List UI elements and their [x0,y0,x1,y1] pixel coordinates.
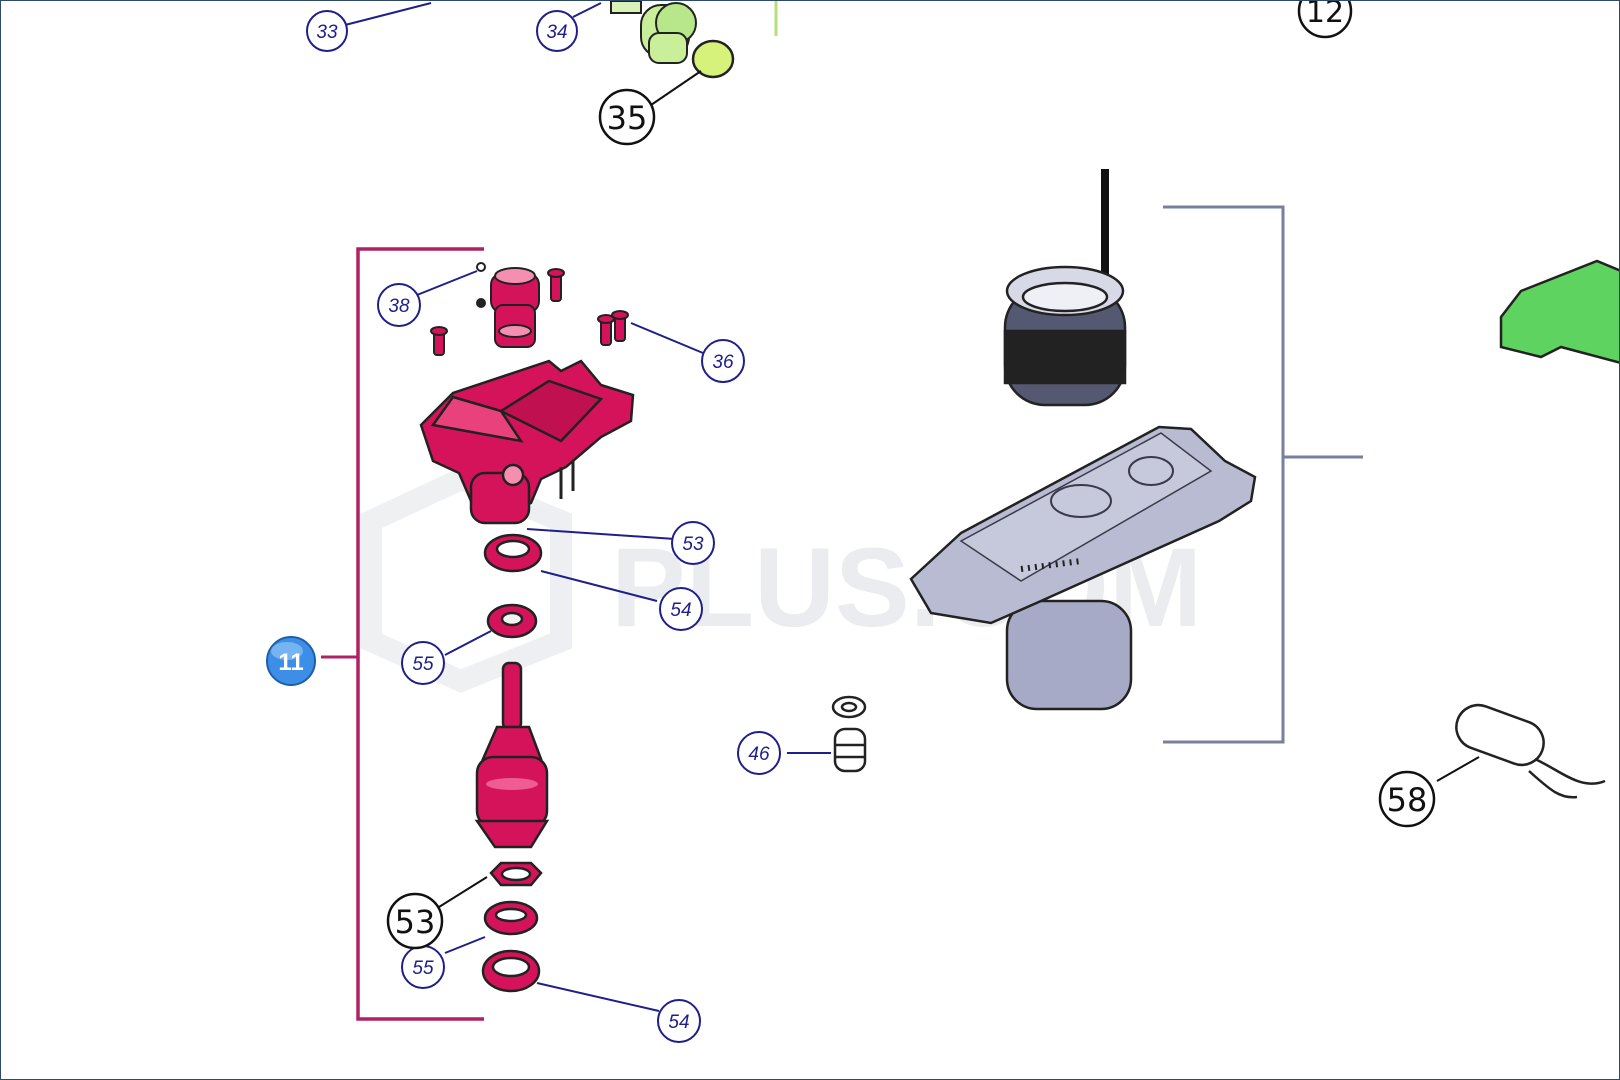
sensor-part-58 [1455,703,1606,799]
magenta-ring-54-lower [481,949,541,993]
svg-text:58: 58 [1387,781,1428,819]
callout-54-lower: 54 [657,999,701,1043]
svg-text:33: 33 [316,22,338,43]
magenta-piston [474,661,550,849]
svg-text:36: 36 [712,352,734,373]
magenta-ring-53-upper [483,533,543,573]
callout-38: 38 [377,283,421,327]
callout-53-upper: 53 [671,521,715,565]
svg-text:55: 55 [412,958,434,979]
svg-text:38: 38 [388,296,410,317]
top-green-gear-assembly [610,1,778,79]
magenta-screws [430,268,629,356]
grey-motor-cap [1003,169,1127,407]
callout-12: 12 [1297,1,1353,39]
svg-text:54: 54 [668,1012,689,1033]
callout-54-upper: 54 [659,587,703,631]
callout-36: 36 [701,339,745,383]
nut-fitting-46 [831,695,867,773]
svg-text:12: 12 [1306,1,1344,30]
magenta-ring-55-lower [483,900,539,936]
svg-text:53: 53 [682,534,704,555]
callout-35: 35 [598,88,656,146]
group-badge-11: 11 [266,636,316,686]
callout-55-lower: 55 [401,945,445,989]
green-bracket-part [1499,259,1619,364]
group-11-bracket [321,247,484,1021]
svg-text:54: 54 [670,600,691,621]
callout-55-upper: 55 [401,641,445,685]
grey-base-plate [909,425,1257,711]
callout-58: 58 [1378,770,1436,828]
svg-text:46: 46 [748,744,770,765]
leader-lines [344,2,1480,1012]
svg-text:53: 53 [395,903,436,941]
callout-53-lower: 53 [386,892,444,950]
svg-text:55: 55 [412,654,434,675]
svg-text:11: 11 [278,649,303,676]
svg-text:35: 35 [607,99,648,137]
callout-33: 33 [306,10,348,52]
magenta-housing [419,359,635,525]
magenta-valve-cap [476,262,540,348]
right-assembly-bracket [1163,205,1363,744]
magenta-seal-53-lower [489,861,543,887]
callout-46: 46 [737,731,781,775]
callout-34: 34 [536,10,578,52]
magenta-ring-55-upper [486,603,538,639]
svg-text:34: 34 [546,22,567,43]
